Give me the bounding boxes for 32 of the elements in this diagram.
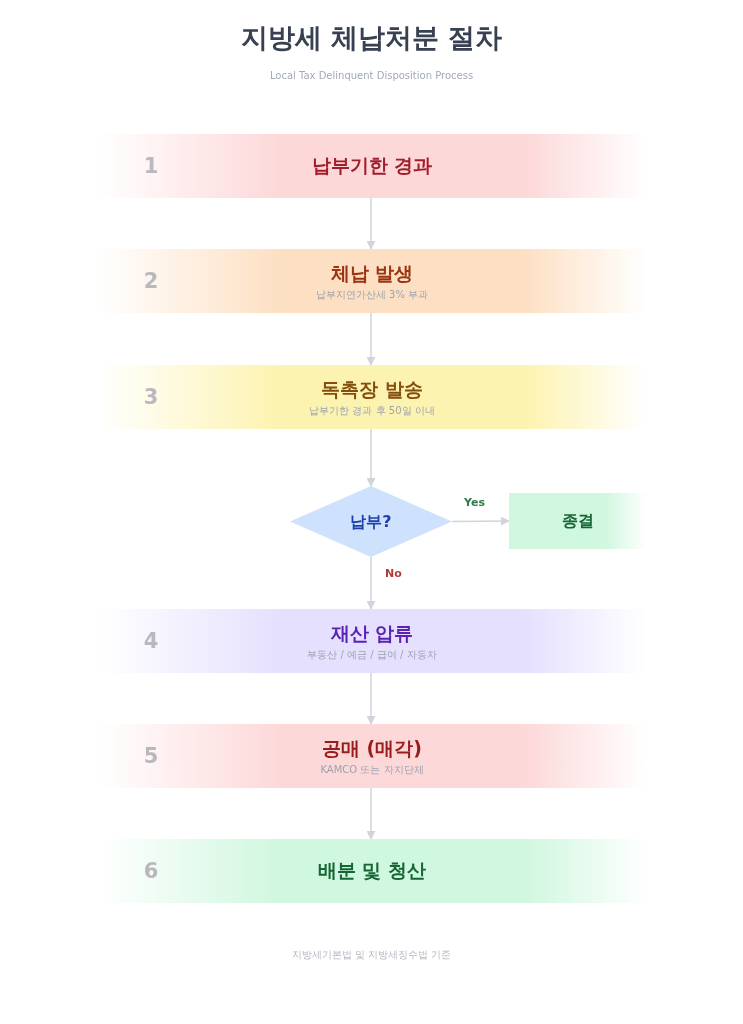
decision-diamond	[290, 486, 452, 557]
end-text: 종결	[561, 510, 594, 532]
edge-label: No	[383, 567, 404, 580]
arrow	[366, 312, 376, 366]
arrow	[366, 197, 376, 250]
arrow	[451, 516, 510, 526]
arrow	[366, 787, 376, 840]
step-description: 납부지연가산세 3% 부과	[315, 287, 429, 302]
step-number: 3	[142, 385, 160, 409]
footnote: 지방세기본법 및 지방세징수법 기준	[290, 948, 453, 962]
step-description: 부동산 / 예금 / 급여 / 자동차	[307, 647, 437, 662]
arrow	[366, 556, 376, 610]
edge-label: Yes	[462, 495, 487, 509]
step-title: 독촉장 발송	[321, 376, 423, 402]
step-number: 1	[142, 154, 160, 178]
title: 지방세 체납처분 절차	[239, 21, 504, 55]
step-description: 납부기한 경과 후 50일 이내	[309, 403, 435, 418]
step-number: 5	[142, 744, 160, 768]
step-title: 배분 및 청산	[317, 858, 427, 883]
step-title: 납부기한 경과	[311, 153, 433, 178]
subtitle: Local Tax Delinquent Disposition Process	[268, 70, 475, 81]
step-description: KAMCO 또는 자치단체	[320, 762, 424, 777]
step-number: 6	[142, 859, 160, 883]
step-number: 2	[142, 269, 160, 293]
arrow	[366, 672, 376, 725]
arrow	[366, 428, 376, 487]
decision-text: 납부?	[350, 511, 392, 532]
end-box	[509, 493, 646, 549]
step-title: 재산 압류	[330, 620, 414, 646]
step-number: 4	[142, 629, 160, 653]
step-title: 공매 (매각)	[322, 735, 422, 761]
step-title: 체납 발생	[330, 260, 414, 286]
